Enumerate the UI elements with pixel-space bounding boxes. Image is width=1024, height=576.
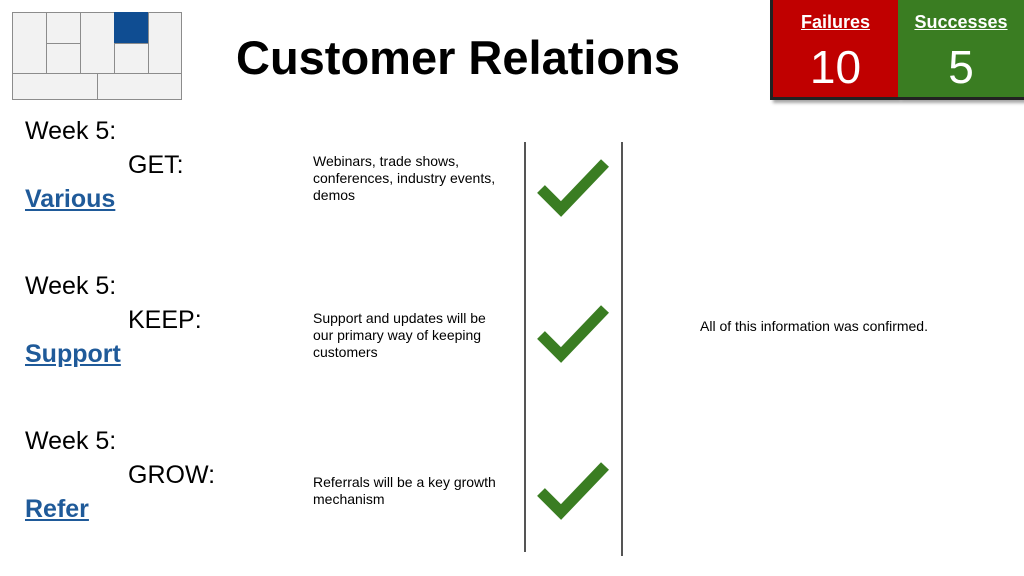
week-label: Week 5: bbox=[25, 427, 117, 455]
column-divider-right bbox=[621, 142, 623, 556]
canvas-cell-revenue-streams bbox=[97, 73, 182, 100]
link-various[interactable]: Various bbox=[25, 185, 116, 213]
link-refer[interactable]: Refer bbox=[25, 495, 89, 523]
stage-label: KEEP: bbox=[128, 306, 202, 334]
stage-label: GET: bbox=[128, 151, 184, 179]
row-get: Week 5: GET: Various bbox=[25, 114, 184, 216]
link-support[interactable]: Support bbox=[25, 340, 121, 368]
canvas-cell-cost-structure bbox=[12, 73, 98, 100]
row-keep: Week 5: KEEP: Support bbox=[25, 269, 202, 371]
description-keep: Support and updates will be our primary … bbox=[313, 310, 486, 360]
column-divider-left bbox=[524, 142, 526, 552]
successes-box: Successes 5 bbox=[898, 0, 1024, 100]
stage-label: GROW: bbox=[128, 461, 216, 489]
canvas-cell-value-proposition bbox=[80, 12, 115, 74]
week-label: Week 5: bbox=[25, 117, 117, 145]
canvas-cell-key-partners bbox=[12, 12, 47, 74]
successes-count: 5 bbox=[948, 41, 974, 93]
canvas-cell-customer-segments bbox=[148, 12, 182, 74]
checkmark-icon bbox=[536, 302, 610, 369]
canvas-cell-channels bbox=[114, 43, 149, 74]
row-grow: Week 5: GROW: Refer bbox=[25, 424, 215, 526]
week-label: Week 5: bbox=[25, 272, 117, 300]
confirmation-note: All of this information was confirmed. bbox=[700, 318, 928, 334]
checkmark-icon bbox=[536, 156, 610, 223]
failures-box: Failures 10 bbox=[770, 0, 898, 100]
successes-label[interactable]: Successes bbox=[914, 12, 1008, 32]
canvas-cell-customer-relations bbox=[114, 12, 149, 44]
canvas-cell-key-resources bbox=[46, 43, 81, 74]
canvas-cell-key-activities bbox=[46, 12, 81, 44]
failures-count: 10 bbox=[809, 41, 862, 93]
failures-label[interactable]: Failures bbox=[800, 12, 871, 32]
description-get: Webinars, trade shows, conferences, indu… bbox=[313, 153, 496, 203]
description-grow: Referrals will be a key growth mechanism bbox=[313, 474, 496, 507]
business-model-canvas-thumbnail[interactable] bbox=[12, 12, 182, 100]
page-title: Customer Relations bbox=[236, 31, 680, 84]
checkmark-icon bbox=[536, 459, 610, 526]
